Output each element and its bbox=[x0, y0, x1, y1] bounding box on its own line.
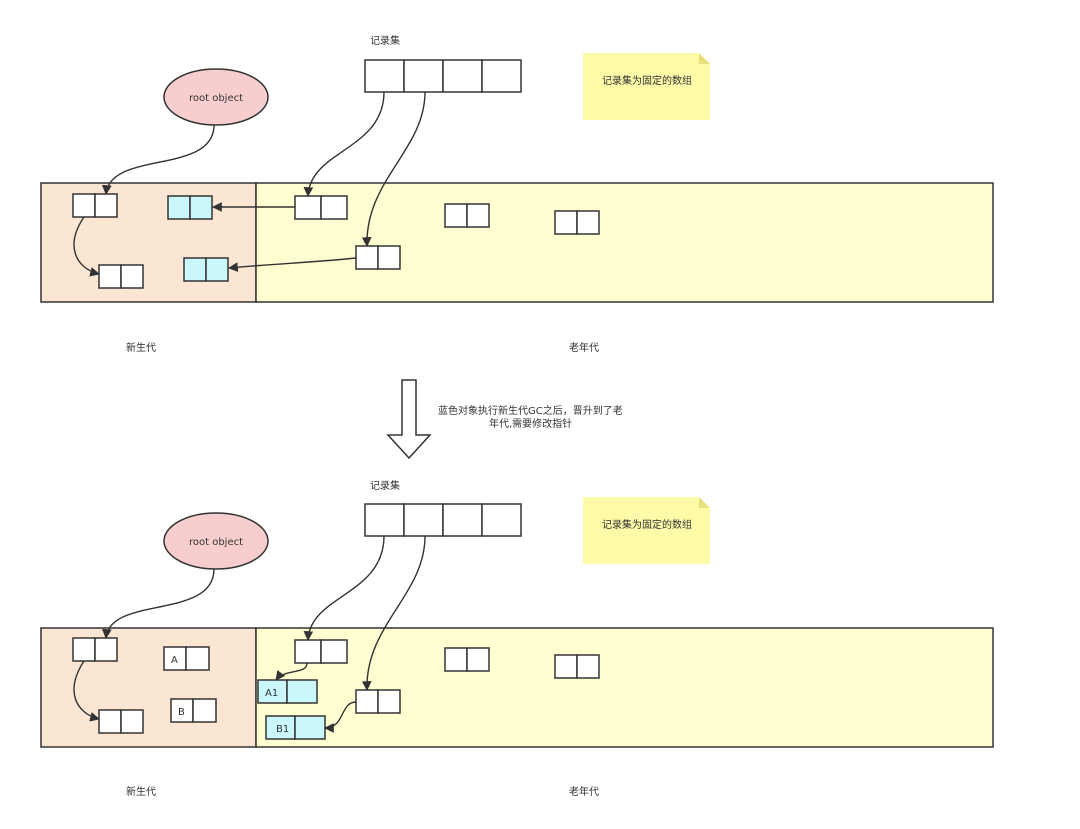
old-gen-region bbox=[255, 627, 994, 748]
pointer-arrows bbox=[73, 535, 426, 733]
root-object-label: root object bbox=[189, 537, 243, 548]
pointer-arrows bbox=[73, 91, 426, 277]
promoted-object-a1 bbox=[257, 679, 318, 704]
root-object bbox=[163, 512, 269, 570]
root-object-label: root object bbox=[189, 93, 243, 104]
sticky-note: 记录集为固定的数组 bbox=[583, 497, 710, 564]
young-blue-object bbox=[167, 195, 213, 220]
promoted-object-b1 bbox=[265, 715, 326, 740]
old-object bbox=[294, 195, 348, 220]
object-a-label: A bbox=[171, 655, 178, 666]
object-b-label: B bbox=[178, 707, 185, 718]
bottom-diagram: 记录集 记录集为固定的数组 root object A B bbox=[40, 479, 994, 798]
top-diagram: 记录集 记录集为固定的数组 root object bbox=[40, 34, 994, 354]
old-gen-label: 老年代 bbox=[569, 785, 599, 798]
old-object bbox=[444, 647, 490, 672]
transition-caption: 年代,需要修改指针 bbox=[489, 417, 572, 430]
old-object bbox=[355, 245, 401, 270]
young-object bbox=[98, 264, 144, 289]
young-blue-object bbox=[183, 257, 229, 282]
record-set-array bbox=[364, 59, 522, 93]
object-a1-label: A1 bbox=[265, 688, 278, 699]
old-object bbox=[554, 654, 600, 679]
young-gen-label: 新生代 bbox=[126, 785, 156, 798]
old-object bbox=[554, 210, 600, 235]
young-gen-label: 新生代 bbox=[126, 341, 156, 354]
sticky-note: 记录集为固定的数组 bbox=[583, 53, 710, 120]
transition-caption: 蓝色对象执行新生代GC之后，晋升到了老 bbox=[438, 404, 623, 417]
old-gen-label: 老年代 bbox=[569, 341, 599, 354]
young-object-b bbox=[170, 698, 217, 723]
young-object bbox=[72, 637, 118, 662]
record-set-array bbox=[364, 503, 522, 537]
old-gen-region bbox=[255, 182, 994, 303]
root-object bbox=[163, 68, 269, 126]
old-object bbox=[444, 203, 490, 228]
note-text: 记录集为固定的数组 bbox=[602, 74, 692, 87]
record-set-label: 记录集 bbox=[370, 34, 400, 47]
young-object bbox=[72, 193, 118, 218]
down-arrow-icon bbox=[386, 379, 432, 460]
old-object bbox=[355, 689, 401, 714]
object-b1-label: B1 bbox=[276, 724, 289, 735]
note-text: 记录集为固定的数组 bbox=[602, 518, 692, 531]
transition: 蓝色对象执行新生代GC之后，晋升到了老 年代,需要修改指针 bbox=[386, 379, 623, 460]
old-object bbox=[294, 639, 348, 664]
young-object bbox=[98, 709, 144, 734]
young-object-a bbox=[163, 646, 210, 671]
record-set-label: 记录集 bbox=[370, 479, 400, 492]
